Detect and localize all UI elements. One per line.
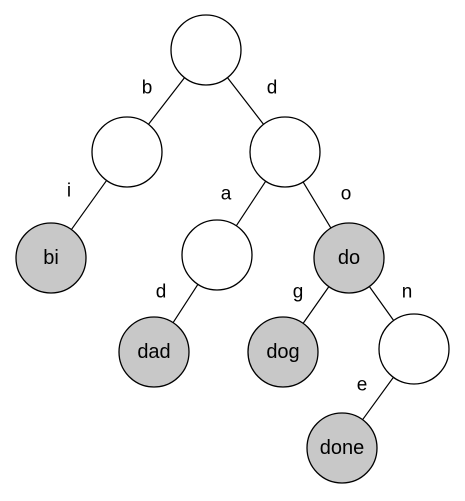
edge-label-do-don: n [402,282,413,303]
trie-node-do: do [313,222,385,294]
node-circle-do [313,222,385,294]
edge-label-b-bi: i [67,181,71,202]
node-label-dog: dog [266,341,299,363]
trie-node-dad: dad [118,316,190,388]
trie-node-don [378,313,450,385]
edge-da-dad [172,284,199,323]
edge-label-do-dog: g [293,282,304,303]
node-circle-done [306,412,378,484]
trie-node-root [170,14,242,86]
trie-node-b [91,116,163,188]
edge-d-do [302,181,332,229]
edge-do-don [368,286,395,321]
edge-don-done [362,376,394,421]
node-circle-b [91,116,163,188]
edge-d-da [235,180,267,227]
edge-b-bi [70,180,108,230]
node-label-do: do [338,247,360,269]
edge-label-root-d: d [267,78,278,99]
edge-do-dog [302,286,330,324]
edge-root-b [147,77,186,125]
edge-label-d-do: o [341,184,352,205]
trie-node-da [181,219,253,291]
edge-label-da-dad: d [156,282,167,303]
node-circle-dog [247,316,319,388]
edge-label-don-done: e [357,375,368,396]
node-circle-root [170,14,242,86]
node-label-dad: dad [137,341,170,363]
trie-node-done: done [306,412,378,484]
edge-root-d [226,77,265,125]
node-circle-d [249,116,321,188]
node-label-bi: bi [43,247,59,269]
edge-labels-layer: b d i a o d g n e [67,78,412,396]
trie-node-dog: dog [247,316,319,388]
edge-label-d-da: a [221,184,232,205]
node-circle-don [378,313,450,385]
node-circle-dad [118,316,190,388]
edges-layer [70,77,395,421]
node-circle-bi [15,222,87,294]
trie-node-d [249,116,321,188]
trie-node-bi: bi [15,222,87,294]
edge-label-root-b: b [142,78,153,99]
node-circle-da [181,219,253,291]
node-label-done: done [320,437,365,459]
